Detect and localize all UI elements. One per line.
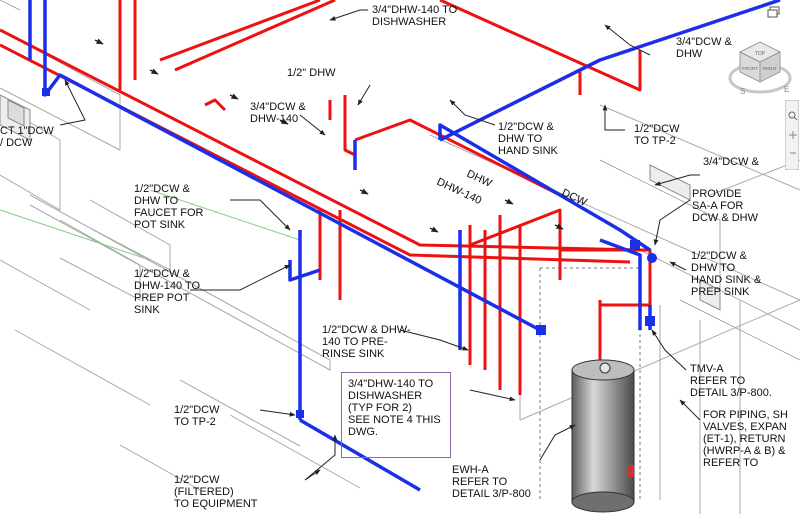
- dhw-main-upper: [0, 28, 641, 252]
- dhw-branch-to-tp: [439, 0, 642, 92]
- label-dishwasher-note: 3/4"DHW-140 TO DISHWASHER (TYP FOR 2) SE…: [348, 378, 441, 438]
- leader-lines: [59, 9, 701, 481]
- label-piping-note: FOR PIPING, SH VALVES, EXPAN (ET-1), RET…: [703, 409, 788, 469]
- label-dcw-dhw-right: 3/4"DCW & DHW: [676, 36, 732, 60]
- dcw-pot-sink-branch: [288, 260, 321, 282]
- dcw-filtered: [299, 418, 421, 492]
- dcw-main-upper: [43, 0, 541, 332]
- navigation-bar[interactable]: [785, 100, 799, 170]
- water-heater-tank[interactable]: [571, 359, 635, 513]
- label-tmv: TMV-A REFER TO DETAIL 3/P-800.: [690, 363, 772, 399]
- viewcube-south: S: [740, 87, 745, 96]
- pipe-label-dhw: DHW: [465, 168, 494, 190]
- label-provide-sa: PROVIDE SA-A FOR DCW & DHW: [692, 188, 758, 224]
- label-hand-prep: 1/2"DCW & DHW TO HAND SINK & PREP SINK: [691, 250, 762, 298]
- label-faucet: 1/2"DCW & DHW TO FAUCET FOR POT SINK: [134, 183, 204, 231]
- label-left-dcw: CT 1"DCW / DCW: [0, 125, 54, 149]
- arrow-leader-icon: [329, 9, 368, 21]
- label-filtered: 1/2"DCW (FILTERED) TO EQUIPMENT: [174, 474, 258, 510]
- viewcube-right: RIGHT: [763, 66, 777, 71]
- label-prerinse: 1/2"DCW & DHW- 140 TO PRE- RINSE SINK: [322, 324, 411, 360]
- label-dishwasher-top: 3/4"DHW-140 TO DISHWASHER: [372, 4, 458, 28]
- label-hand-sink: 1/2"DCW & DHW TO HAND SINK: [498, 121, 558, 157]
- label-right-dcw-cut: 3/4"DCW &: [703, 156, 759, 168]
- dhw-branch-top-right: [159, 0, 321, 62]
- valve-markers: [42, 88, 657, 418]
- dhw-branch-drop-1: [343, 95, 356, 157]
- label-half-dhw: 1/2" DHW: [287, 67, 336, 79]
- label-dcw-dhw140: 3/4"DCW & DHW-140: [250, 101, 306, 125]
- label-ewh: EWH-A REFER TO DETAIL 3/P-800: [452, 464, 531, 500]
- viewcube-top: TOP: [755, 51, 766, 57]
- equipment-outline: [0, 94, 721, 311]
- viewcube-front: FRONT: [742, 66, 758, 71]
- dhw-upper-loop: [354, 118, 561, 197]
- viewcube-icon[interactable]: TOP FRONT RIGHT S E: [726, 36, 794, 98]
- zoom-icon: [788, 111, 796, 119]
- flow-arrows: [94, 38, 564, 233]
- dcw-upper-branch: [439, 0, 781, 142]
- label-prep-pot: 1/2"DCW & DHW-140 TO PREP POT SINK: [134, 268, 201, 316]
- dcw-hand-sink: [599, 238, 642, 330]
- dishwasher-note-box: [341, 372, 451, 458]
- label-tp2-top: 1/2"DCW TO TP-2: [634, 123, 680, 147]
- dhw-left-dishwasher: [204, 98, 227, 112]
- viewcube-east: E: [784, 85, 789, 94]
- green-grid-lines: [0, 189, 301, 261]
- dhw-branch-top-right-2: [174, 0, 336, 72]
- pipe-label-dcw: DCW: [560, 187, 589, 209]
- restore-window-icon[interactable]: [767, 5, 781, 18]
- dhw-branch-right: [469, 208, 562, 280]
- label-tp2-bottom: 1/2"DCW TO TP-2: [174, 404, 220, 428]
